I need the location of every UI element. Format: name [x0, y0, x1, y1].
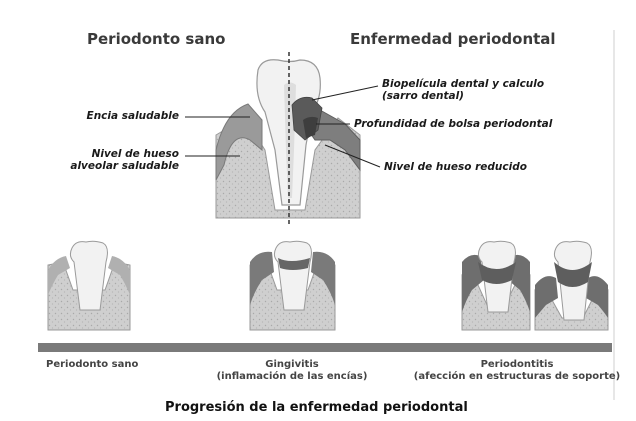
header-healthy: Periodonto sano — [87, 30, 225, 48]
stage-label-gingivitis-line2: (inflamación de las encías) — [192, 371, 392, 383]
stage-gingivitis-illustration — [250, 241, 335, 330]
stage-healthy-illustration — [48, 241, 130, 330]
main-cross-section — [185, 52, 380, 225]
stage-label-gingivitis-line1: Gingivitis — [192, 359, 392, 371]
callout-biofilm-line1: Biopelícula dental y calculo — [382, 78, 544, 90]
stage-periodontitis-illustration — [462, 241, 608, 330]
callout-pocket-depth: Profundidad de bolsa periodontal — [354, 118, 552, 130]
callout-healthy-bone-line1: Nivel de hueso — [92, 148, 179, 160]
footer-title: Progresión de la enfermedad periodontal — [165, 400, 468, 415]
stage-label-periodontitis-line2: (afección en estructuras de soporte) — [412, 371, 622, 383]
callout-healthy-bone-line2: alveolar saludable — [70, 160, 179, 172]
callout-biofilm-line2: (sarro dental) — [382, 90, 464, 102]
progress-bar — [38, 343, 612, 352]
header-disease: Enfermedad periodontal — [350, 30, 556, 48]
callout-reduced-bone: Nivel de hueso reducido — [384, 161, 527, 173]
stage-label-periodontitis-line1: Periodontitis — [412, 359, 622, 371]
callout-healthy-gum: Encia saludable — [87, 110, 179, 122]
callout-line-biofilm — [312, 86, 378, 100]
stage-label-healthy: Periodonto sano — [46, 359, 138, 371]
